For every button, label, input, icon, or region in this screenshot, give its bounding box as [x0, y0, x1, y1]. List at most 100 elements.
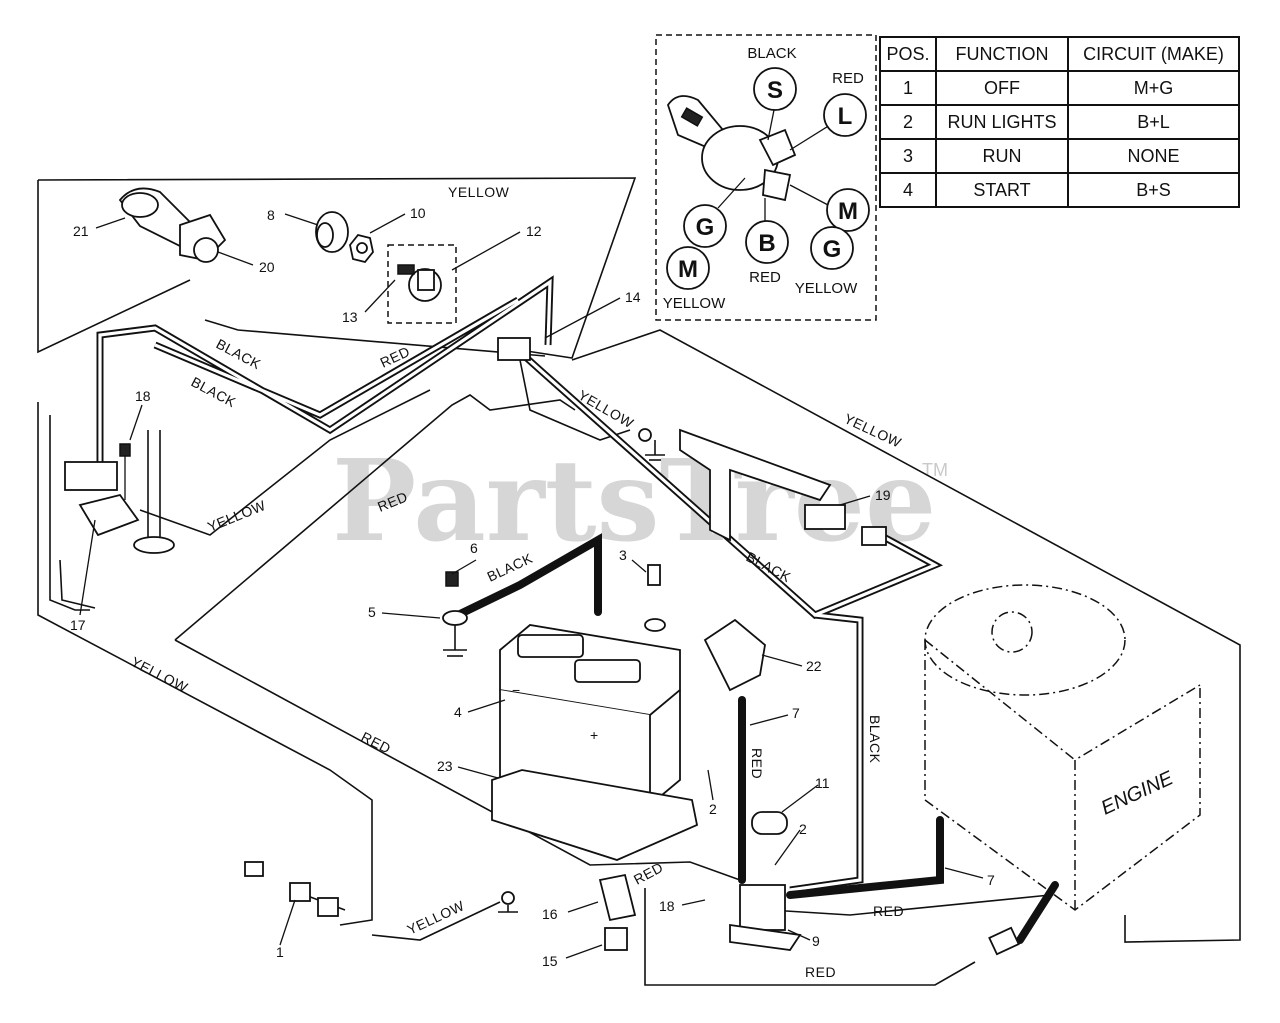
callout-17: 17: [70, 617, 86, 633]
table-cell: B+S: [1067, 172, 1240, 208]
callout-11: 11: [815, 775, 830, 791]
terminal-bolt: [644, 564, 666, 632]
table-cell: OFF: [935, 70, 1069, 106]
column-header-pos: POS.: [879, 36, 937, 72]
wire-red-loop: [174, 394, 741, 881]
svg-text:G: G: [823, 236, 842, 263]
table-row: 4 START B+S: [879, 172, 1240, 208]
terminal-boot: [703, 618, 766, 692]
table-cell: 4: [879, 172, 937, 208]
terminal-M-right: M: [826, 188, 870, 232]
table-header-row: POS. FUNCTION CIRCUIT (MAKE): [879, 36, 1240, 72]
table-cell: M+G: [1067, 70, 1240, 106]
table-cell: RUN LIGHTS: [935, 104, 1069, 140]
table-cell: START: [935, 172, 1069, 208]
table-cell: B+L: [1067, 104, 1240, 140]
ignition-switch-detail-box: [655, 34, 877, 321]
terminal-L: L: [823, 93, 867, 137]
column-header-circuit: CIRCUIT (MAKE): [1067, 36, 1240, 72]
callout-18: 18: [135, 388, 151, 404]
table-cell: 2: [879, 104, 937, 140]
wire-label-black: BLACK: [867, 715, 883, 764]
table-cell: RUN: [935, 138, 1069, 174]
interlock-bracket: [679, 428, 887, 546]
terminal-G-color: YELLOW: [795, 280, 858, 297]
callout-14: 14: [625, 289, 641, 305]
terminal-cover: [751, 811, 788, 835]
terminal-M-color: YELLOW: [663, 295, 726, 312]
callout-16: 16: [542, 906, 558, 922]
svg-text:M: M: [678, 256, 698, 283]
engine-label: ENGINE: [1098, 767, 1177, 820]
terminal-G-right: G: [810, 226, 854, 270]
switch-function-table: POS. FUNCTION CIRCUIT (MAKE) 1 OFF M+G 2…: [879, 36, 1240, 208]
engine: ENGINE: [924, 584, 1201, 911]
watermark-trademark: TM: [922, 460, 948, 480]
callout-7: 7: [987, 872, 995, 888]
column-header-function: FUNCTION: [935, 36, 1069, 72]
table-cell: 3: [879, 138, 937, 174]
fuse-holder: [598, 873, 637, 922]
ground-symbol-1: [638, 428, 665, 461]
wire-red-bottom: [644, 888, 1051, 986]
terminal-B: B: [745, 220, 789, 264]
terminal-G-left: G: [683, 204, 727, 248]
table-row: 3 RUN NONE: [879, 138, 1240, 174]
callout-10: 10: [410, 205, 426, 221]
wire-label-red: RED: [805, 964, 836, 980]
terminal-B-color: RED: [749, 269, 781, 286]
wire-yellow-left-inner: [59, 389, 431, 609]
headlight-socket: [179, 213, 227, 263]
table-cell: 1: [879, 70, 937, 106]
mount-screw-18: [119, 443, 131, 500]
hex-nut: [349, 233, 374, 264]
terminal-L-color: RED: [832, 70, 864, 87]
harness-plug: [244, 861, 339, 917]
switch-detail-box: [387, 244, 457, 324]
svg-text:G: G: [696, 214, 715, 241]
wire-label-red: RED: [873, 903, 904, 919]
cable-engine: [786, 816, 1059, 944]
callout-leaders: [79, 213, 984, 959]
callout-22: 22: [806, 658, 822, 674]
svg-text:M: M: [838, 198, 858, 225]
ignition-switch-small: [397, 264, 442, 302]
callout-6: 6: [470, 540, 478, 556]
wire-yellow-left: [37, 402, 373, 926]
callout-21: 21: [73, 223, 89, 239]
wire-label-yellow: YELLOW: [205, 497, 268, 535]
table-cell: NONE: [1067, 138, 1240, 174]
callout-19: 19: [875, 487, 891, 503]
wire-label-red: RED: [359, 728, 394, 756]
steering-post: [133, 430, 175, 554]
battery-tray: [491, 769, 699, 861]
ground-bolt: [442, 571, 468, 657]
callout-18: 18: [659, 898, 675, 914]
ignition-switch-body: [667, 95, 831, 222]
svg-text:S: S: [767, 77, 783, 104]
terminal-S-color: BLACK: [747, 45, 796, 62]
cable-black-ground: [454, 533, 602, 619]
terminal-S: S: [753, 67, 797, 111]
callout-9: 9: [812, 933, 820, 949]
callout-13: 13: [342, 309, 358, 325]
svg-text:B: B: [758, 230, 775, 257]
svg-text:L: L: [838, 103, 853, 130]
wire-label-yellow: YELLOW: [448, 184, 510, 200]
wire-yellow-right: [571, 329, 1241, 943]
wire-label-yellow: YELLOW: [129, 653, 191, 695]
table-row: 2 RUN LIGHTS B+L: [879, 104, 1240, 140]
fuse: [604, 927, 628, 951]
svg-text:−: −: [512, 682, 520, 698]
callout-4: 4: [454, 704, 462, 720]
harness-connector: [497, 337, 531, 361]
callout-20: 20: [259, 259, 275, 275]
callout-3: 3: [619, 547, 627, 563]
callout-12: 12: [526, 223, 542, 239]
terminal-M-left: M: [666, 246, 710, 290]
bushing: [315, 211, 349, 253]
table-row: 1 OFF M+G: [879, 70, 1240, 106]
callout-1: 1: [276, 944, 284, 960]
callout-2: 2: [799, 821, 807, 837]
